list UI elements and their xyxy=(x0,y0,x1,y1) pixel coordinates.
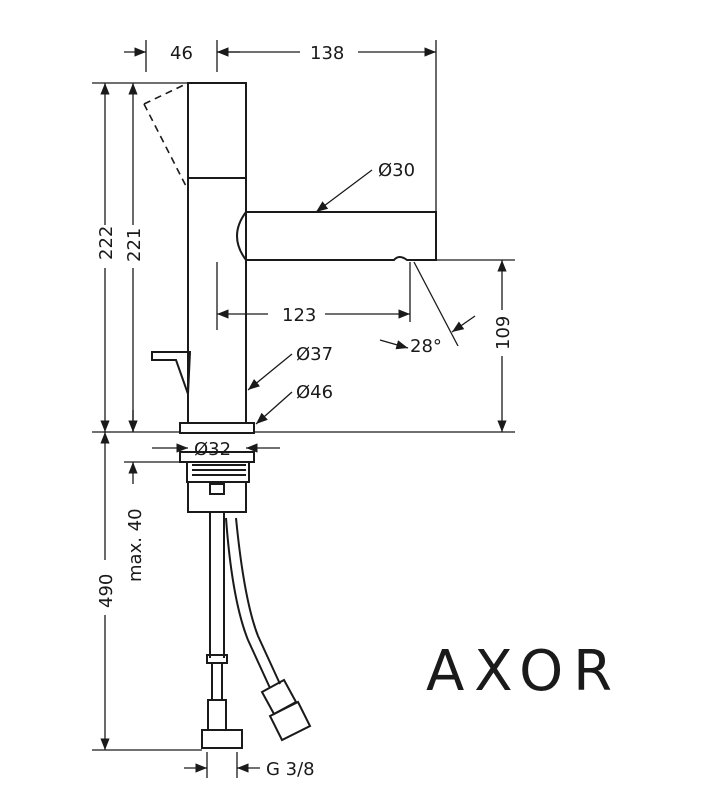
hose-nut-vertical xyxy=(207,699,227,731)
dim-spray-angle: 28° xyxy=(410,336,442,357)
connector-angled xyxy=(268,700,312,742)
dim-outlet-height: 109 xyxy=(493,316,514,350)
dim-hole-diameter: Ø32 xyxy=(194,439,231,460)
spout xyxy=(236,211,437,261)
thread-lines xyxy=(192,464,246,476)
hose-angled xyxy=(225,517,281,689)
pop-up-lever xyxy=(151,351,192,395)
dim-deck-thickness: max. 40 xyxy=(125,508,146,582)
screw xyxy=(209,483,225,495)
dim-spout-height: 221 xyxy=(124,228,145,262)
dim-total-height: 222 xyxy=(96,226,117,260)
threaded-rod xyxy=(209,512,225,658)
dim-body-diameter: Ø37 xyxy=(296,344,333,365)
connector-g38 xyxy=(201,729,243,749)
faucet-outline xyxy=(143,82,437,434)
dim-hose-length: 490 xyxy=(96,574,117,608)
hose-vertical xyxy=(211,663,223,700)
dim-spout-reach: 138 xyxy=(310,43,344,64)
handle-tilt-dashed xyxy=(143,82,189,191)
base-ring xyxy=(179,422,255,434)
dimension-lines xyxy=(92,40,515,778)
dim-outlet-reach: 123 xyxy=(282,305,316,326)
brand-logo: AXOR xyxy=(426,639,622,704)
rod-clip xyxy=(206,654,228,664)
dim-spout-diameter: Ø30 xyxy=(378,160,415,181)
dim-base-diameter: Ø46 xyxy=(296,382,333,403)
mounting-sleeve xyxy=(187,481,247,513)
hose-nut-angled xyxy=(260,678,298,716)
under-deck-parts xyxy=(179,451,312,749)
handle-block xyxy=(187,82,247,179)
dim-handle-offset: 46 xyxy=(170,43,193,64)
dim-connection: G 3/8 xyxy=(266,759,315,780)
